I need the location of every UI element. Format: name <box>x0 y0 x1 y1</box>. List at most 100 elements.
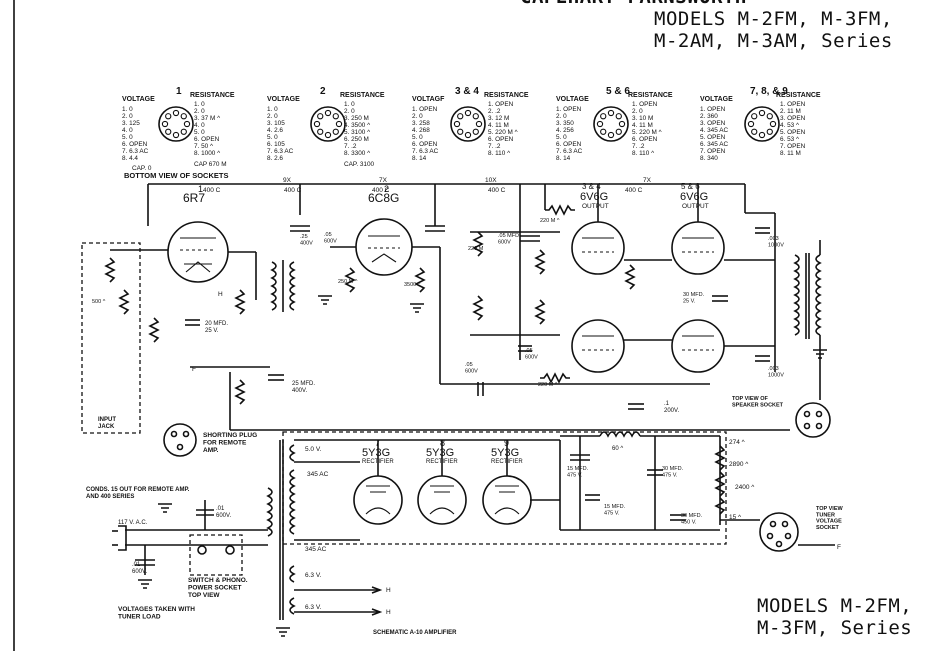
bplus-400-e: 400 C <box>625 187 643 194</box>
table-socket-number: 5 & 6 <box>606 86 630 97</box>
table-voltage-value: 2. 0 <box>556 113 567 120</box>
table-voltage-value: 4. 0 <box>122 127 133 134</box>
socket-pin <box>180 113 187 120</box>
tap-10x: 10X <box>485 177 497 184</box>
tap-9x: 9X <box>283 177 292 184</box>
table-socket-number: 1 <box>176 86 182 97</box>
table-resistance-value: 2. 11 M <box>780 108 801 115</box>
table-resistance-value: 5. 220 M ^ <box>488 129 518 136</box>
table-voltage-value: 1. 0 <box>122 106 133 113</box>
table-voltage-value: 1. OPEN <box>700 106 726 113</box>
socket-pin <box>607 109 615 117</box>
table-resistance-heading: RESISTANCE <box>628 92 673 99</box>
table-resistance-value: 7. 50 ^ <box>194 143 213 150</box>
socket-pin <box>475 120 483 128</box>
ac345-a-label: 345 AC <box>307 471 329 478</box>
socket-pin <box>317 128 324 135</box>
table-resistance-value: 5. OPEN <box>780 129 806 136</box>
socket-pin-diagram <box>593 106 629 142</box>
tube-v9-sub: RECTIFIER <box>491 459 523 465</box>
table-voltage-value: 3. 258 <box>412 120 430 127</box>
heater-f-label: F <box>837 544 841 551</box>
socket-pin <box>600 113 607 120</box>
table-voltage-value: 1. OPEN <box>412 106 438 113</box>
table-resistance-value: 4. 0 <box>194 122 205 129</box>
table-voltage-value: 4. 268 <box>412 127 430 134</box>
table-resistance-value: 6. OPEN <box>194 136 220 143</box>
socket-pin <box>313 120 321 128</box>
table-resistance-value: 7. .2 <box>344 143 357 150</box>
table-resistance-value: 1. 0 <box>344 101 355 108</box>
table-voltage-value: 5. 0 <box>267 134 278 141</box>
socket-pin <box>317 113 324 120</box>
tube-v56-sub: OUTPUT <box>682 203 709 210</box>
table-resistance-value: 1. OPEN <box>780 101 806 108</box>
socket-pin <box>615 128 622 135</box>
socket-pin <box>766 113 773 120</box>
heater-h-a: H <box>386 587 391 594</box>
table-resistance-heading: RESISTANCE <box>776 92 821 99</box>
table-voltage-value: 2. 0 <box>412 113 423 120</box>
table-voltage-value: 8. 14 <box>556 155 571 162</box>
socket-pin <box>618 120 626 128</box>
table-resistance-value: 4. 3500 ^ <box>344 122 370 129</box>
table-voltage-value: 6. OPEN <box>412 141 438 148</box>
socket-pin <box>332 113 339 120</box>
footer-models-line1: MODELS M-2FM, <box>757 595 913 617</box>
socket-pin <box>161 120 169 128</box>
bplus-400-d: 400 C <box>488 187 506 194</box>
socket-pin <box>165 113 172 120</box>
header-top-cut: CAPEHART FARNSWORTH <box>520 0 747 8</box>
tube-v7-number: 7 <box>375 438 380 448</box>
socket-pin <box>596 120 604 128</box>
table-voltage-heading: VOLTAGF <box>412 96 445 103</box>
socket-pin-diagram <box>744 106 780 142</box>
socket-pin <box>472 128 479 135</box>
socket-pin-diagram <box>450 106 486 142</box>
cap-c16-label: 20 MFD.25 V. <box>205 321 228 334</box>
table-resistance-value: 1. 0 <box>194 101 205 108</box>
table-voltage-value: 3. 125 <box>122 120 140 127</box>
cap-c18-label: 30 MFD.475 V. <box>662 466 684 478</box>
socket-pin <box>165 128 172 135</box>
table-resistance-value: 1. OPEN <box>488 101 514 108</box>
res-3500-label: 3500 ^ <box>404 282 421 288</box>
table-resistance-value: 6. OPEN <box>632 136 658 143</box>
table-resistance-value: 3. OPEN <box>780 115 806 122</box>
table-voltage-value: 4. 345 AC <box>700 127 728 134</box>
table-voltage-value: 7. 6.3 AC <box>122 148 149 155</box>
socket-pin <box>758 109 766 117</box>
heater-63b-label: 6.3 V. <box>305 604 322 611</box>
table-voltage-value: 6. 345 AC <box>700 141 728 148</box>
schematic-wiring <box>81 183 835 637</box>
table-voltage-value: 7. 6.3 AC <box>267 148 294 155</box>
table-resistance-heading: RESISTANCE <box>484 92 529 99</box>
socket-pin <box>607 131 615 139</box>
table-resistance-value: 2. 0 <box>632 108 643 115</box>
table-voltage-value: 3. OPEN <box>700 120 726 127</box>
table-resistance-value: 4. 11 M <box>632 122 653 129</box>
socket-pin <box>332 128 339 135</box>
table-voltage-value: 7. 6.3 AC <box>412 148 439 155</box>
table-voltage-value: 4. 256 <box>556 127 574 134</box>
table-resistance-value: 6. 250 M <box>344 136 369 143</box>
table-cap-resistance: CAP. 3100 <box>344 161 375 168</box>
table-voltage-value: 7. OPEN <box>700 148 726 155</box>
cap-c20-label: 25 MFD.400V. <box>292 381 315 394</box>
bplus-400-b: 400 C <box>284 187 302 194</box>
table-cap-resistance: CAP 670 M <box>194 161 227 168</box>
table-resistance-value: 3. 12 M <box>488 115 509 122</box>
res-220b-label: 220 M ^ <box>538 382 558 388</box>
bplus-400-a: 400 C <box>203 187 221 194</box>
table-voltage-value: 4. 2.6 <box>267 127 283 134</box>
